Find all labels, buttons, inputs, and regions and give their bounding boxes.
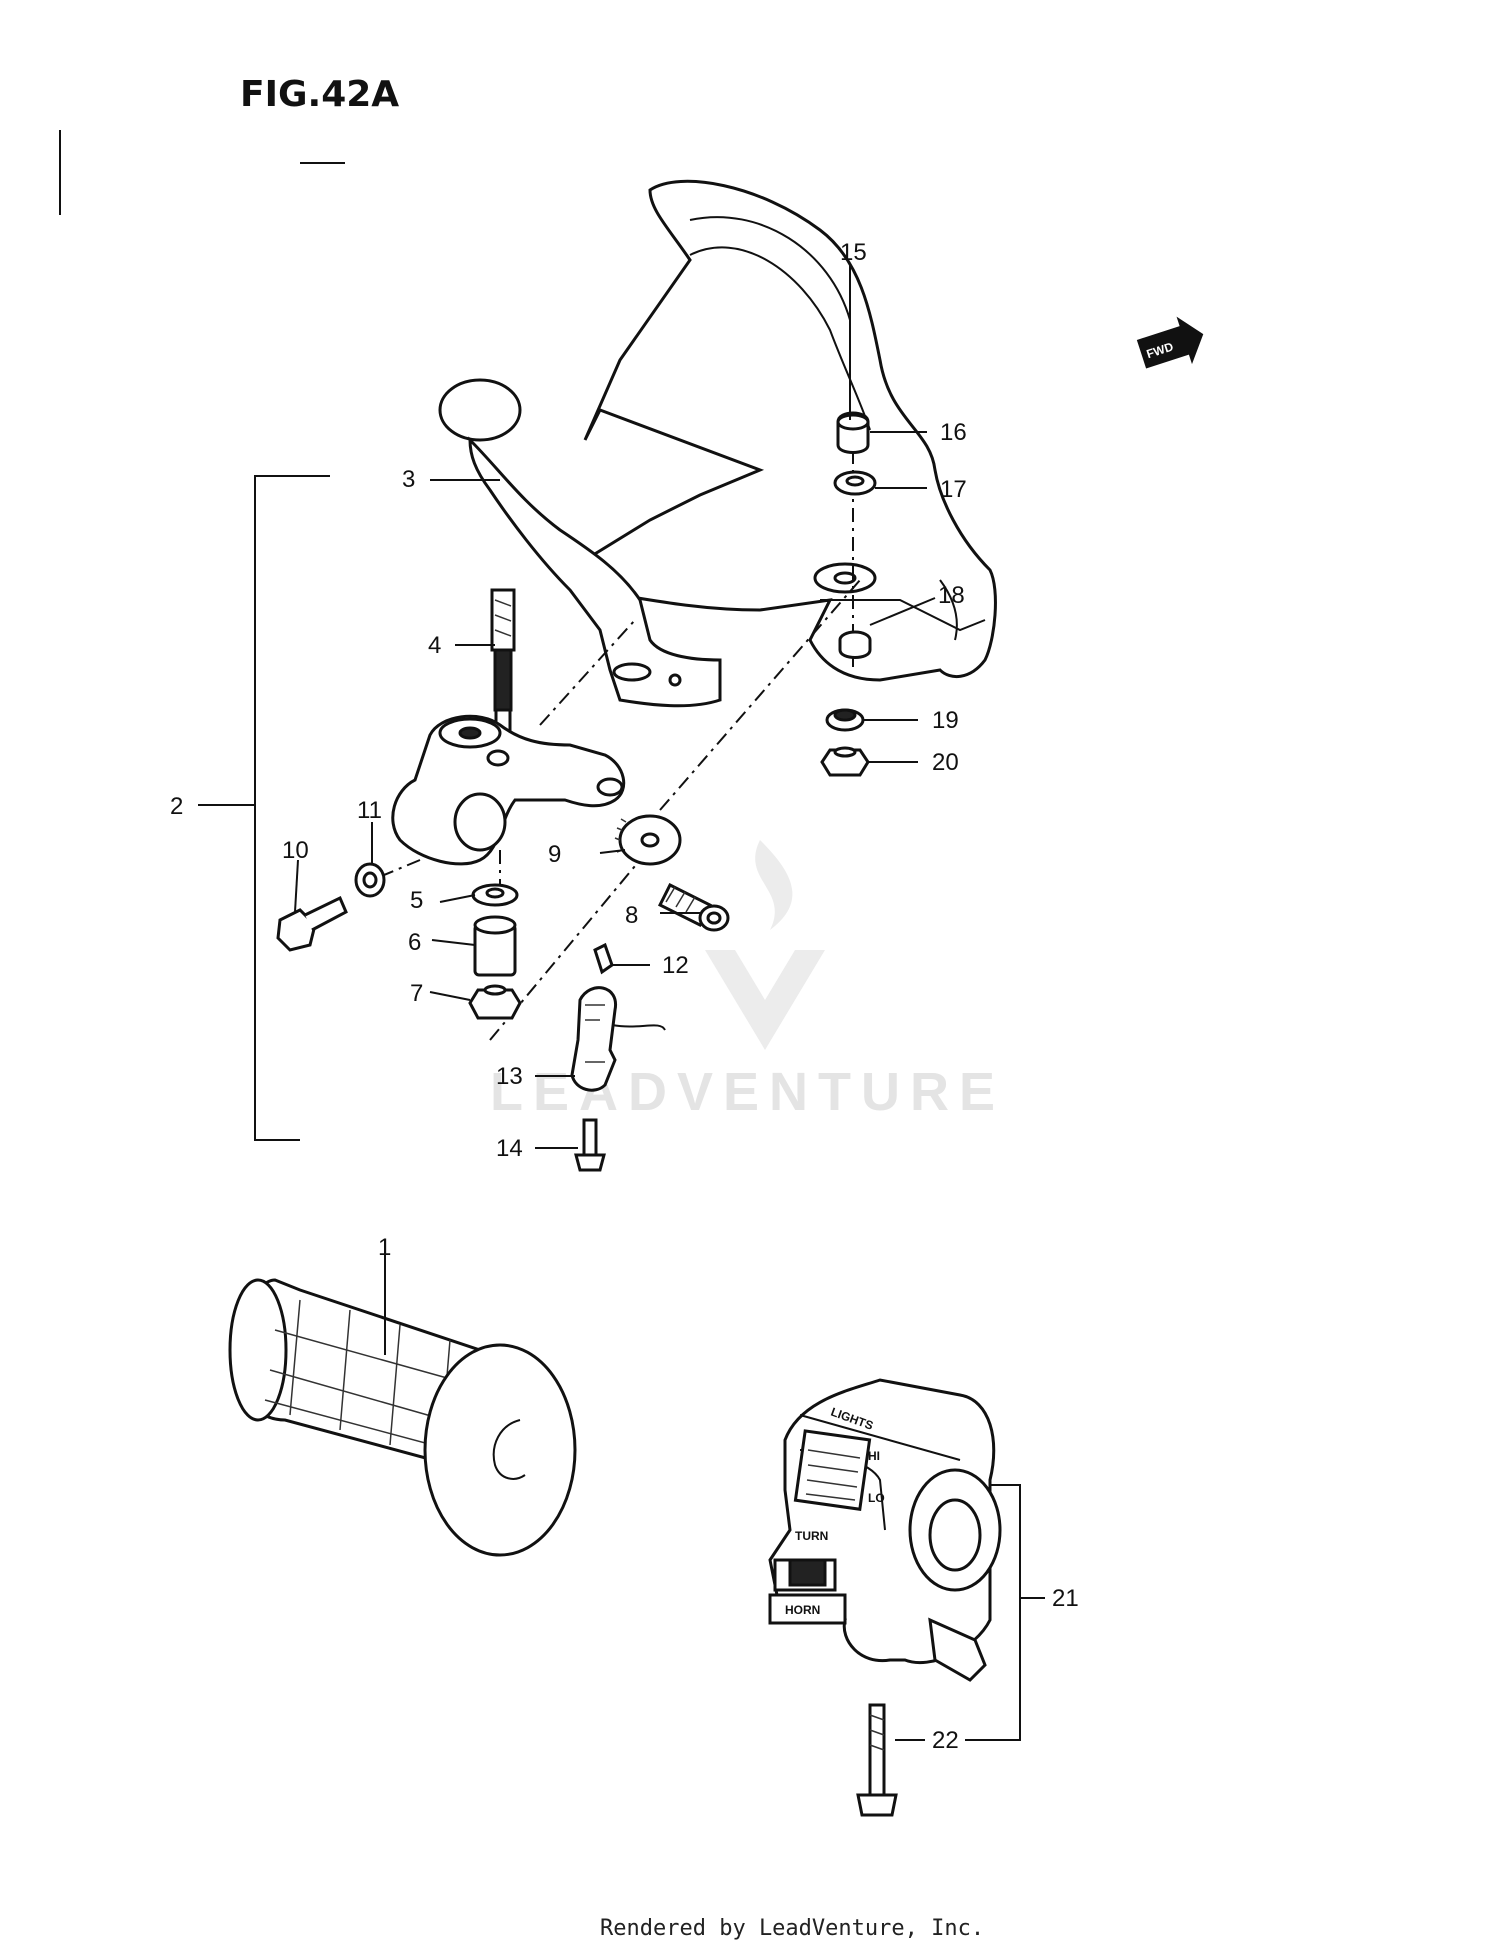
cap-nut (836, 411, 870, 454)
switch-lo-label: LO (868, 1491, 885, 1505)
callout-9: 9 (548, 841, 561, 868)
spacer-18 (838, 630, 872, 659)
handlebar-grip (228, 1278, 577, 1557)
washer-5 (471, 883, 519, 907)
callout-6: 6 (408, 929, 421, 956)
callout-1: 1 (378, 1234, 391, 1261)
callout-14: 14 (496, 1135, 523, 1162)
handlebar-switch: LIGHTS HI LO TURN HORN (768, 1378, 1002, 1682)
callout-21: 21 (1052, 1585, 1079, 1612)
lever-bracket (391, 714, 626, 866)
washer-11 (354, 862, 386, 898)
callout-11: 11 (357, 797, 382, 824)
leadventure-watermark: LEADVENTURE (490, 840, 1005, 1122)
cable-adjuster (614, 814, 682, 866)
fwd-arrow-icon: FWD (1136, 316, 1204, 369)
callout-5: 5 (410, 887, 423, 914)
callout-13: 13 (496, 1063, 523, 1090)
switch-hi-label: HI (868, 1449, 880, 1463)
callout-19: 19 (932, 707, 959, 734)
collar (473, 915, 517, 977)
nut-7 (468, 984, 522, 1020)
switch-turn-label: TURN (795, 1529, 828, 1543)
switch-bracket (965, 1484, 1045, 1741)
clutch-lever (438, 378, 722, 708)
adjuster-bolt (657, 882, 730, 932)
washer-19 (825, 708, 865, 732)
callout-22: 22 (932, 1727, 959, 1754)
callout-7: 7 (410, 980, 423, 1007)
stud-bolt (490, 588, 516, 742)
callout-4: 4 (428, 632, 441, 659)
scan-marks (59, 130, 345, 215)
callout-numbers: 1 2 3 4 5 6 7 8 9 10 11 12 13 14 15 16 1… (170, 239, 1079, 1754)
switch-pin (593, 942, 614, 975)
callout-10: 10 (282, 837, 309, 864)
figure-title: FIG.42A (240, 74, 399, 115)
screw (574, 1118, 606, 1172)
nut-20 (820, 746, 870, 777)
callout-2: 2 (170, 793, 183, 820)
footer-credit: Rendered by LeadVenture, Inc. (600, 1916, 984, 1941)
callout-18: 18 (938, 582, 965, 609)
callout-20: 20 (932, 749, 959, 776)
hand-guard (583, 179, 997, 682)
callout-15: 15 (840, 239, 867, 266)
assembly-bracket (198, 475, 330, 1141)
switch-screw (856, 1703, 898, 1817)
callout-3: 3 (402, 466, 415, 493)
callout-17: 17 (940, 476, 967, 503)
clutch-switch (570, 986, 666, 1092)
leader-lines (294, 265, 936, 1741)
washer-17 (833, 470, 877, 496)
callout-8: 8 (625, 902, 638, 929)
switch-horn-label: HORN (785, 1603, 820, 1617)
pivot-bolt (276, 895, 348, 952)
callout-16: 16 (940, 419, 967, 446)
callout-12: 12 (662, 952, 689, 979)
svg-text:LEADVENTURE: LEADVENTURE (490, 1062, 1005, 1122)
